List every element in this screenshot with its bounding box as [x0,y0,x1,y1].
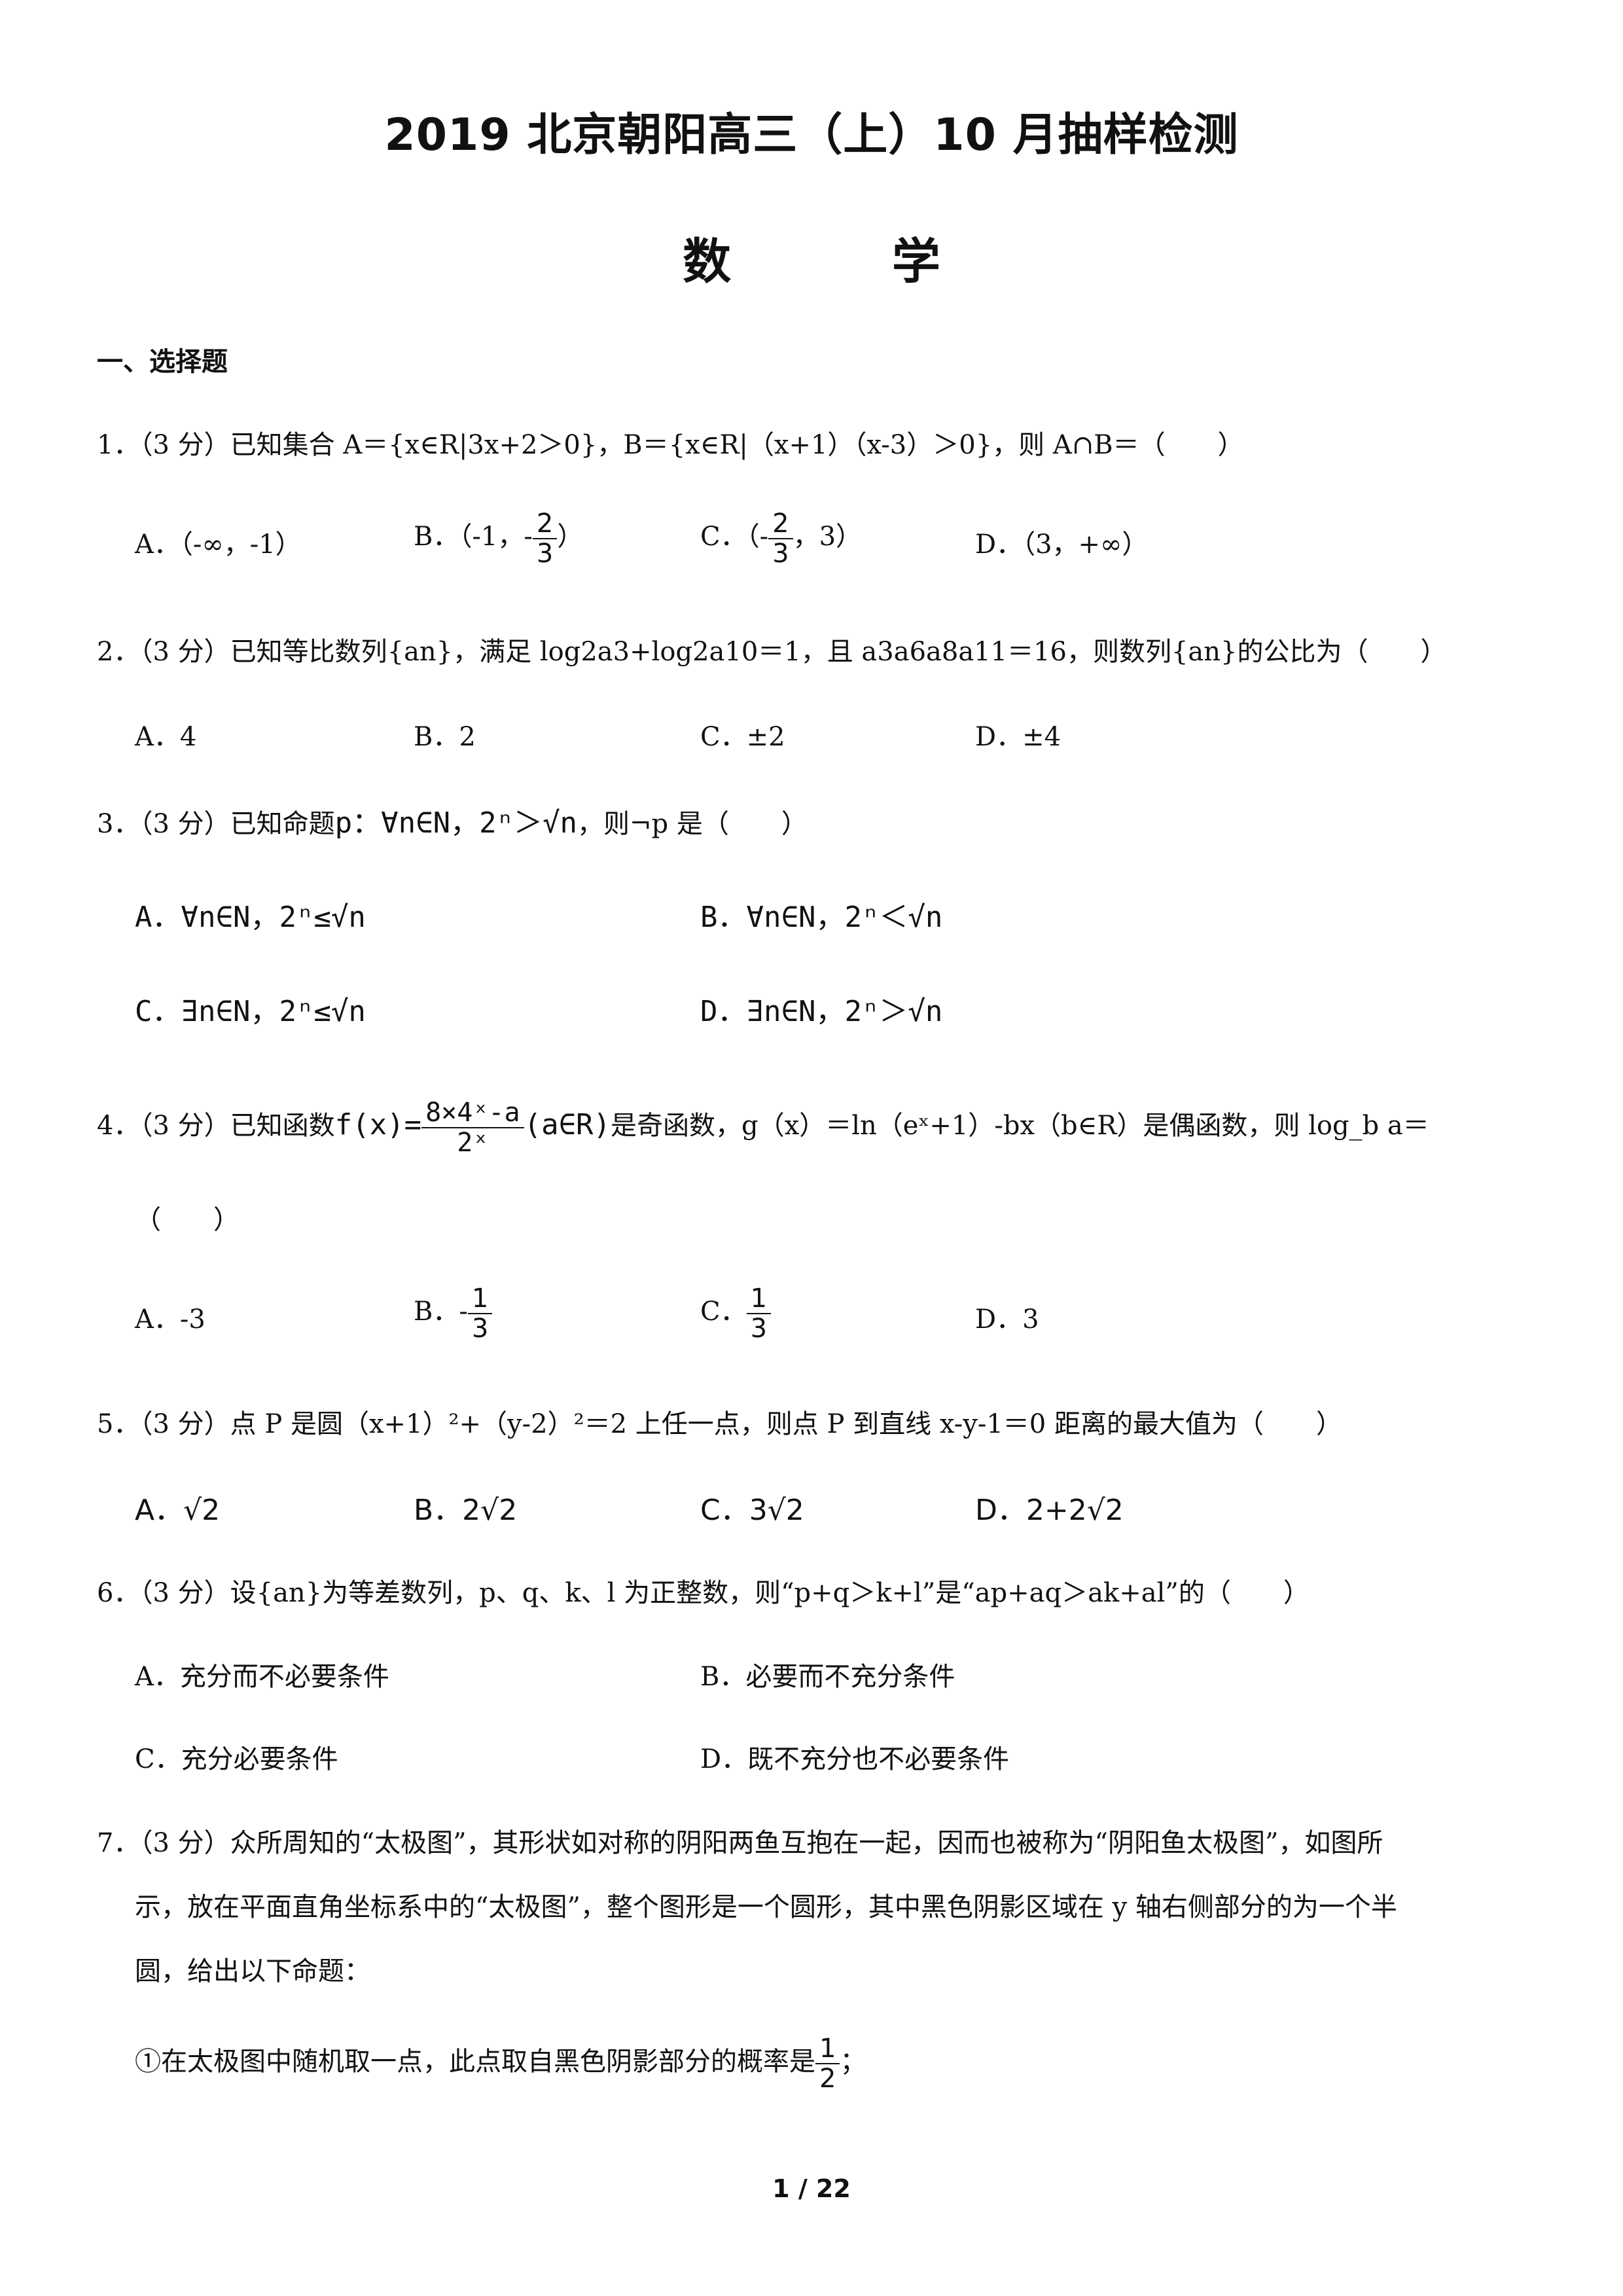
q6-option-a: A．充分而不必要条件 [135,1662,389,1692]
q6-option-b: B．必要而不充分条件 [700,1662,955,1692]
question-6-stem: 设{an}为等差数列，p、q、k、l 为正整数，则“p+q＞k+l”是“ap+a… [230,1578,1310,1608]
question-7-line-2: 示，放在平面直角坐标系中的“太极图”，整个图形是一个圆形，其中黑色阴影区域在 y… [135,1892,1397,1922]
q3-option-b: B．∀n∈N，2ⁿ＜√n [700,901,943,934]
question-5: 5．（3 分）点 P 是圆（x+1）²+（y-2）²＝2 上任一点，则点 P 到… [97,1409,1342,1439]
question-1-stem: 已知集合 A＝{x∈R|3x+2＞0}，B＝{x∈R|（x+1）（x-3）＞0}… [230,430,1244,460]
question-6: 6．（3 分）设{an}为等差数列，p、q、k、l 为正整数，则“p+q＞k+l… [97,1578,1310,1608]
q3-option-c: C．∃n∈N，2ⁿ≤√n [135,995,366,1028]
question-4-paren: （ ） [135,1205,240,1235]
q5-option-a: A．√2 [135,1494,221,1527]
question-5-stem: 点 P 是圆（x+1）²+（y-2）²＝2 上任一点，则点 P 到直线 x-y-… [230,1409,1342,1439]
q2-option-c: C．±2 [700,722,785,752]
q2-option-b: B．2 [414,722,476,752]
q2-option-a: A．4 [135,722,197,752]
page-number: 1 / 22 [772,2174,851,2203]
q4-option-d: D．3 [975,1304,1039,1335]
q5-option-c: C．3√2 [700,1494,804,1527]
q2-option-d: D．±4 [975,722,1061,752]
section-heading: 一、选择题 [97,347,228,377]
proposition-formula: p：∀n∈N，2ⁿ＞√n [334,806,578,840]
question-2-stem: 已知等比数列{an}，满足 log2a3+log2a10＝1，且 a3a6a8a… [230,637,1447,667]
question-7-line-1: 7．（3 分）众所周知的“太极图”，其形状如对称的阴阳两鱼互抱在一起，因而也被称… [97,1828,1383,1858]
question-7-line-3: 圆，给出以下命题： [135,1956,370,1986]
question-1: 1．（3 分）已知集合 A＝{x∈R|3x+2＞0}，B＝{x∈R|（x+1）（… [97,430,1244,460]
q6-option-c: C．充分必要条件 [135,1744,338,1774]
q3-option-d: D．∃n∈N，2ⁿ＞√n [700,995,943,1028]
document-title: 2019 北京朝阳高三（上）10 月抽样检测 [384,109,1239,161]
question-3: 3．（3 分）已知命题p：∀n∈N，2ⁿ＞√n，则¬p 是（ ） [97,806,808,840]
q3-option-a: A．∀n∈N，2ⁿ≤√n [135,901,366,934]
q1-option-d: D．（3，+∞） [975,529,1149,560]
subject-title: 数 学 [683,234,1012,290]
q6-option-d: D．既不充分也不必要条件 [700,1744,1010,1774]
question-2: 2．（3 分）已知等比数列{an}，满足 log2a3+log2a10＝1，且 … [97,637,1447,667]
q5-option-b: B．2√2 [414,1494,518,1527]
q4-option-a: A．-3 [135,1304,205,1335]
q5-option-d: D．2+2√2 [975,1494,1124,1527]
q1-option-a: A．（-∞，-1） [135,529,302,560]
